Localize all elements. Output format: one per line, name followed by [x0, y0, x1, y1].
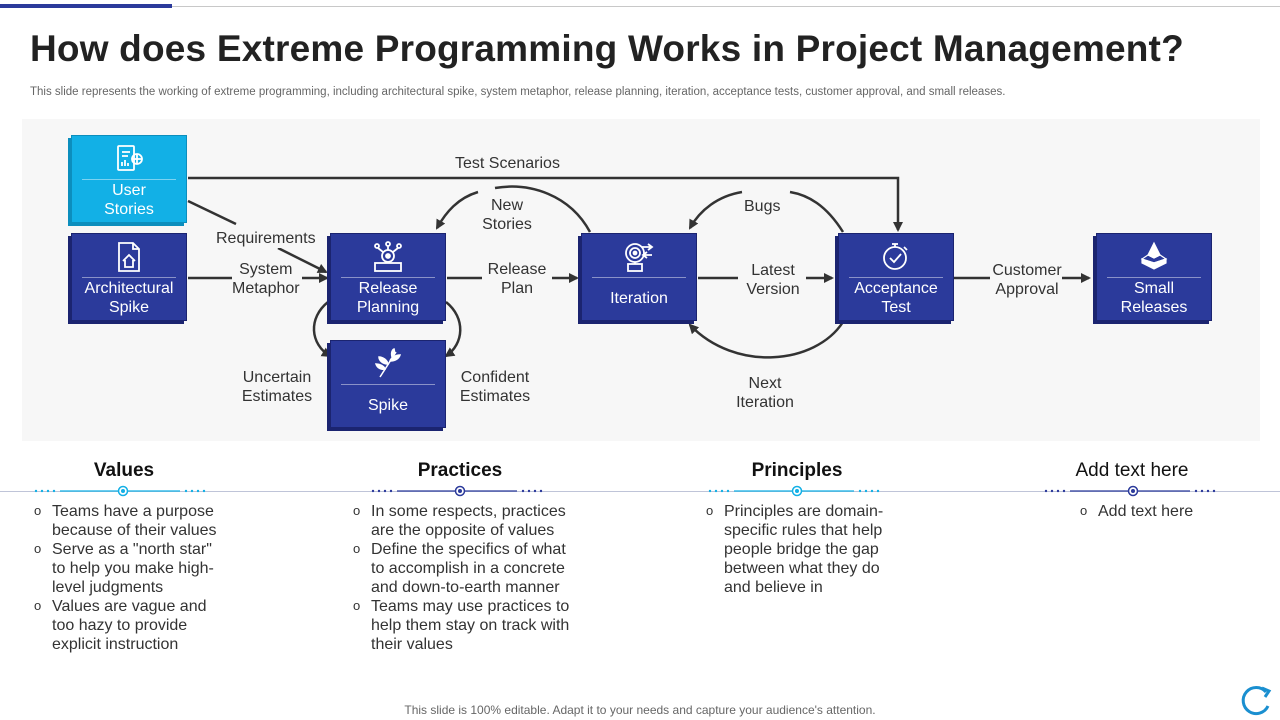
column-list: In some respects, practices are the oppo…	[340, 501, 576, 654]
box-label: Spike	[367, 397, 409, 414]
label-uncertain-estimates: Uncertain Estimates	[241, 369, 313, 405]
box-separator	[82, 179, 176, 180]
list-item: Add text here	[1076, 501, 1252, 521]
top-accent-bar	[0, 4, 172, 8]
list-item: In some respects, practices are the oppo…	[349, 501, 576, 540]
list-item: Principles are domain-specific rules tha…	[702, 501, 889, 597]
label-next-iteration: Next Iteration	[736, 375, 794, 411]
arrow-requirements-2	[277, 246, 328, 274]
principles-marker	[708, 485, 880, 497]
column-add-text: Add text here Add text here	[1012, 460, 1252, 521]
label-system-metaphor: System Metaphor	[232, 261, 300, 297]
column-values: Values Teams have a purpose because of t…	[4, 460, 244, 654]
box-iteration: Iteration	[581, 233, 697, 321]
box-separator	[592, 277, 686, 278]
leaf-branch-icon	[331, 347, 445, 381]
box-architectural-spike: Architectural Spike	[71, 233, 187, 321]
stopwatch-check-icon	[839, 240, 953, 274]
box-separator	[82, 277, 176, 278]
box-label: Iteration	[610, 290, 668, 307]
column-heading: Principles	[751, 460, 843, 481]
arrow-bugs	[789, 190, 845, 233]
refresh-logo-icon	[1241, 686, 1272, 716]
list-item: Teams have a purpose because of their va…	[30, 501, 218, 540]
box-separator	[341, 277, 435, 278]
box-release-planning: Release Planning	[330, 233, 446, 321]
label-new-stories: New Stories	[482, 197, 532, 233]
box-separator	[341, 384, 435, 385]
target-cycle-icon	[582, 240, 696, 274]
box-separator	[1107, 277, 1201, 278]
columns-divider	[0, 491, 1280, 492]
house-document-icon	[72, 240, 186, 274]
label-bugs: Bugs	[744, 198, 781, 215]
list-item: Values are vague and too hazy to provide…	[30, 596, 218, 654]
box-acceptance-test: Acceptance Test	[838, 233, 954, 321]
box-small-releases: Small Releases	[1096, 233, 1212, 321]
arrow-confident-estimates	[444, 301, 462, 358]
box-label: Architectural Spike	[84, 280, 174, 316]
column-heading: Values	[93, 460, 155, 481]
footer-note: This slide is 100% editable. Adapt it to…	[404, 703, 876, 717]
box-separator	[849, 277, 943, 278]
list-item: Teams may use practices to help them sta…	[349, 596, 576, 654]
add-text-marker	[1044, 485, 1216, 497]
arrow-test-scenarios	[188, 176, 903, 232]
arrow-new-stories-2	[435, 190, 479, 230]
practices-marker	[371, 485, 543, 497]
box-user-stories: User Stories	[71, 135, 187, 223]
box-label: User Stories	[104, 182, 154, 218]
arrow-uncertain-estimates	[312, 301, 332, 358]
arrow-new-stories	[494, 185, 592, 233]
box-label: Small Releases	[1120, 280, 1188, 316]
list-item: Serve as a "north star" to help you make…	[30, 539, 218, 597]
top-divider	[172, 6, 1280, 7]
label-confident-estimates: Confident Estimates	[459, 369, 531, 405]
box-spike: Spike	[330, 340, 446, 428]
planning-gear-icon	[331, 240, 445, 274]
label-customer-approval: Customer Approval	[992, 262, 1062, 298]
column-heading: Practices	[417, 460, 503, 481]
column-heading: Add text here	[1075, 460, 1189, 481]
column-list: Principles are domain-specific rules tha…	[677, 501, 889, 597]
label-requirements: Requirements	[216, 229, 316, 248]
column-list: Teams have a purpose because of their va…	[4, 501, 218, 654]
arrow-bugs-2	[688, 190, 743, 230]
page-title: How does Extreme Programming Works in Pr…	[30, 28, 1184, 69]
box-package-icon	[1097, 240, 1211, 274]
arrow-requirements	[187, 199, 237, 226]
label-release-plan: Release Plan	[487, 261, 547, 297]
label-latest-version: Latest Version	[746, 262, 800, 298]
values-marker	[34, 485, 206, 497]
report-chart-icon	[72, 142, 186, 176]
page-subtitle: This slide represents the working of ext…	[30, 86, 1006, 98]
column-list: Add text here	[1012, 501, 1252, 521]
column-principles: Principles Principles are domain-specifi…	[677, 460, 917, 597]
box-label: Acceptance Test	[854, 280, 938, 316]
column-practices: Practices In some respects, practices ar…	[340, 460, 580, 654]
box-label: Release Planning	[356, 280, 420, 316]
label-test-scenarios: Test Scenarios	[455, 155, 560, 172]
list-item: Define the specifics of what to accompli…	[349, 539, 576, 597]
arrow-next-iteration	[688, 321, 845, 359]
